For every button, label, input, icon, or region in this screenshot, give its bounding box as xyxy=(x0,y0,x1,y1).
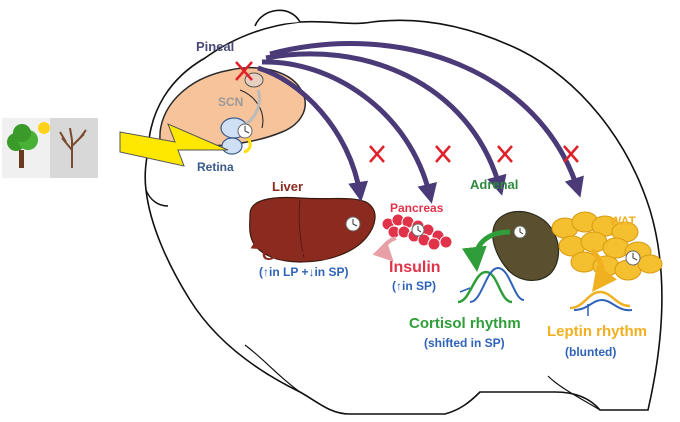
output-insulin: Insulin xyxy=(389,259,441,276)
label-scn: SCN xyxy=(218,95,244,109)
liver-lobe-line xyxy=(298,199,305,259)
clock-icon xyxy=(513,225,527,239)
clock-icon xyxy=(345,216,361,232)
liver-output-arrow xyxy=(250,222,283,251)
summer-tree-icon xyxy=(7,124,38,168)
output-leptin-note: (blunted) xyxy=(565,345,617,359)
cross-icon xyxy=(235,61,253,81)
ear-outline xyxy=(254,9,301,27)
pineal-output-arrows xyxy=(257,41,584,204)
output-insulin-note: (↑in SP) xyxy=(392,279,436,293)
output-cortisol-note: (shifted in SP) xyxy=(424,336,505,350)
label-retina: Retina xyxy=(197,160,234,174)
hind-leg-outline xyxy=(547,375,601,411)
scn-to-pineal-arrow xyxy=(245,89,261,126)
cortisol-rhythm-wave-shifted xyxy=(469,266,525,303)
label-liver: Liver xyxy=(272,179,304,194)
adrenal-gland xyxy=(492,210,560,281)
clock-icon xyxy=(411,223,425,237)
leptin-rhythm-wave xyxy=(569,290,631,310)
retina-signal-arrow xyxy=(243,136,252,154)
light-bolt-icon xyxy=(119,123,229,167)
retina-eye xyxy=(221,137,243,155)
wat-output-arrow xyxy=(590,248,617,293)
pancreas-output-arrow xyxy=(372,236,397,262)
front-leg-outline xyxy=(244,344,301,393)
cross-icon xyxy=(369,145,385,163)
output-glucose-note: (↑in LP +↓in SP) xyxy=(259,265,349,279)
output-cortisol: Cortisol rhythm xyxy=(409,315,521,332)
cross-icon xyxy=(435,145,451,163)
label-wat: WAT xyxy=(610,214,636,228)
label-pineal: Pineal xyxy=(196,39,235,54)
leptin-rhythm-wave-blunted xyxy=(573,298,633,312)
cross-icon xyxy=(497,145,513,163)
output-glucose: Glucose xyxy=(262,245,330,264)
season-panel xyxy=(2,118,98,178)
sun-icon xyxy=(38,122,50,134)
cortisol-rhythm-wave xyxy=(457,270,513,304)
label-adrenal: Adrenal xyxy=(470,177,519,192)
adrenal-output-arrow xyxy=(461,229,511,272)
label-pancreas: Pancreas xyxy=(390,201,444,215)
cortisol-shift-arrow xyxy=(459,287,471,293)
output-leptin: Leptin rhythm xyxy=(547,323,647,340)
cross-icon xyxy=(563,145,579,163)
clock-icon xyxy=(237,123,253,139)
clock-icon xyxy=(625,250,641,266)
winter-tree-icon xyxy=(59,127,87,168)
snout-outline xyxy=(145,189,169,207)
